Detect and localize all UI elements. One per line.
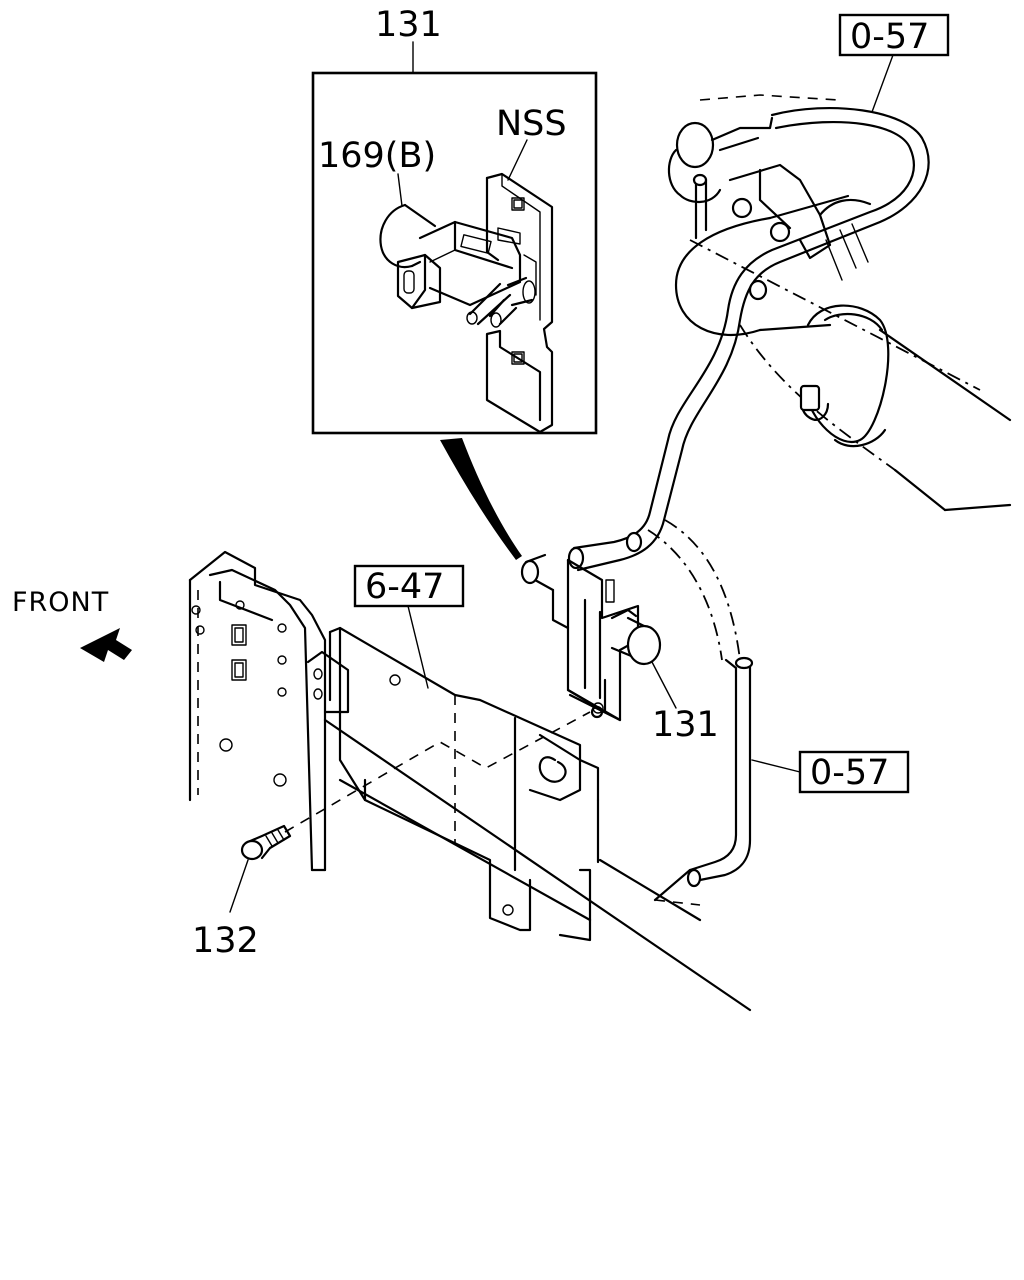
ref-0-57-top[interactable]: 0-57	[838, 13, 950, 113]
front-indicator: FRONT	[12, 587, 132, 662]
valve-131-mounted	[520, 553, 662, 722]
label-132: 132	[192, 921, 259, 961]
label-169b: 169(B)	[318, 136, 436, 176]
ref-6-47[interactable]: 6-47	[353, 564, 465, 689]
label-front: FRONT	[12, 587, 109, 618]
ref-6-47-text: 6-47	[365, 567, 444, 607]
label-nss: NSS	[496, 104, 567, 144]
frame-bracket	[188, 550, 752, 1012]
bolt-132	[229, 824, 292, 913]
lower-hose	[647, 519, 754, 906]
detail-callout-arrow	[440, 438, 522, 560]
bolt-assembly-line	[284, 711, 591, 833]
valve-169b	[379, 203, 536, 328]
ref-0-57-right[interactable]: 0-57	[751, 750, 910, 794]
label-131-side: 131	[652, 705, 719, 745]
ref-0-57-top-text: 0-57	[850, 17, 929, 57]
nss-bracket	[485, 172, 554, 434]
exhaust-pipe	[667, 116, 1012, 512]
detail-inset-frame	[311, 71, 598, 435]
label-131-top: 131	[375, 5, 442, 45]
front-arrow-icon	[80, 628, 132, 662]
detail-inset: 169(B) NSS	[311, 41, 598, 435]
ref-0-57-right-text: 0-57	[810, 753, 889, 793]
vacuum-hose	[567, 94, 930, 572]
